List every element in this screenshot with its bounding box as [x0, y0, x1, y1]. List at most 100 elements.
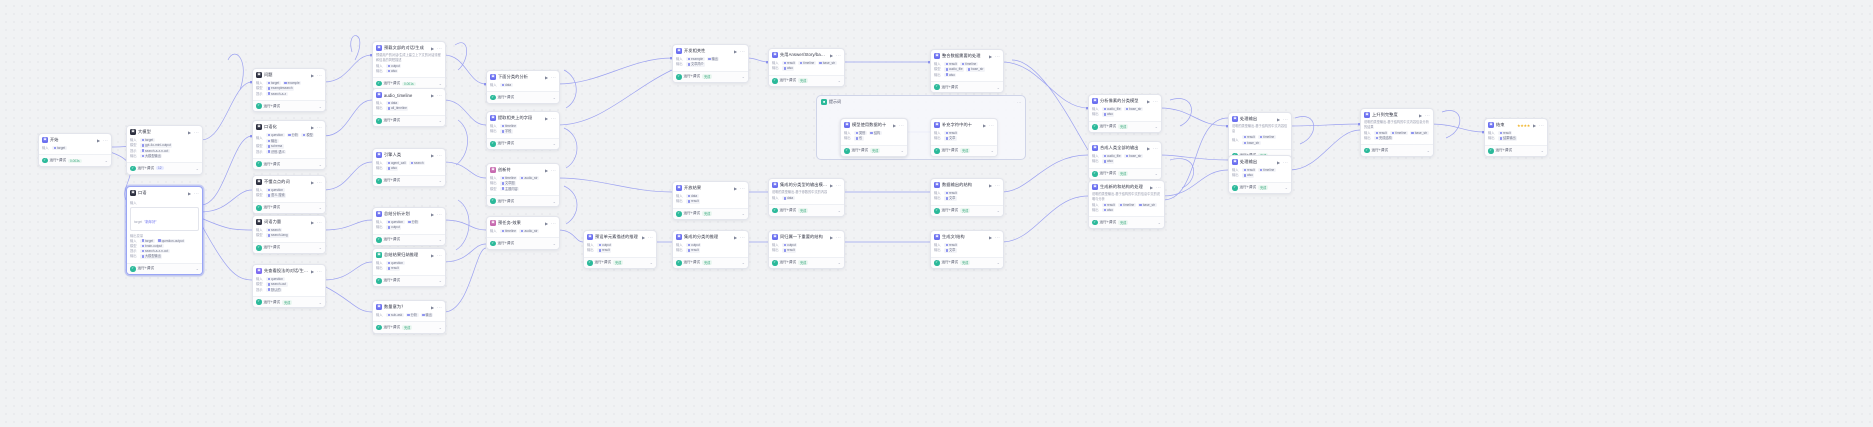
variable-chip[interactable]: target — [52, 146, 67, 151]
chevron-down-icon[interactable]: ⌄ — [649, 260, 653, 266]
variable-chip[interactable]: result — [782, 61, 797, 66]
variable-chip[interactable]: base_str — [1124, 154, 1143, 159]
chevron-down-icon[interactable]: ⌄ — [195, 266, 199, 272]
node-run-bar[interactable]: ✓运行+调试完成⌄ — [1089, 167, 1161, 180]
variable-chip[interactable]: 文章 — [944, 248, 957, 253]
node-header[interactable]: ▣预载文部的对话/生成▶··· — [373, 42, 445, 53]
node-run-bar[interactable]: ✓运行+调试⌄ — [1485, 144, 1547, 157]
node-run-bar[interactable]: ✓运行+调试⌄ — [373, 274, 445, 287]
variable-chip[interactable]: timeline — [960, 62, 978, 67]
node-header[interactable]: ▣创新符▶··· — [487, 164, 559, 175]
chevron-down-icon[interactable]: ⌄ — [552, 198, 556, 204]
variable-chip[interactable]: also — [386, 69, 399, 74]
run-node-icon[interactable]: ▶ — [311, 72, 315, 78]
node-menu-icon[interactable]: ··· — [317, 268, 322, 274]
node-header[interactable]: ▣上升到完整度▶··· — [1361, 109, 1433, 120]
chevron-down-icon[interactable]: ⌄ — [438, 178, 442, 184]
node-header[interactable]: ▣词语力量▶··· — [253, 216, 325, 227]
variable-chip[interactable]: also — [1102, 208, 1115, 213]
node-menu-icon[interactable]: ··· — [194, 129, 199, 135]
variable-chip[interactable]: audio_str — [519, 176, 540, 181]
chevron-down-icon[interactable]: ⌄ — [1154, 171, 1158, 177]
variable-chip[interactable]: output — [386, 63, 402, 68]
node-run-bar[interactable]: ✓运行+调试完成⌄ — [1229, 181, 1291, 194]
node-header[interactable]: ▣口语化▶··· — [253, 121, 325, 132]
run-node-icon[interactable]: ▶ — [311, 179, 315, 185]
chevron-down-icon[interactable]: ⌄ — [438, 118, 442, 124]
run-node-icon[interactable]: ▶ — [1150, 184, 1154, 190]
variable-chip[interactable]: audio_file — [1102, 154, 1123, 159]
run-node-icon[interactable]: ▶ — [545, 167, 549, 173]
node-header[interactable]: ▣预任务-效果▶··· — [487, 217, 559, 228]
node-run-bar[interactable]: ✓运行+调试⌄ — [487, 137, 559, 150]
node-menu-icon[interactable]: ··· — [551, 167, 556, 173]
variable-chip[interactable]: result — [686, 248, 701, 253]
variable-chip[interactable]: timeline — [1258, 134, 1276, 139]
node-header[interactable]: ▣口语▶··· — [127, 187, 202, 198]
variable-chip[interactable]: gpt-4o-mini-output — [140, 143, 173, 148]
variable-chip[interactable]: also — [782, 66, 795, 71]
node-header[interactable]: ▣开始▶··· — [39, 134, 111, 145]
node-menu-icon[interactable]: ··· — [836, 234, 841, 240]
chevron-down-icon[interactable]: ⌄ — [104, 158, 108, 164]
node-header[interactable]: ▣不懂点点的词▶··· — [253, 176, 325, 187]
node-header[interactable]: ▣生成文/结构▶··· — [931, 231, 1003, 242]
run-node-icon[interactable]: ▶ — [545, 220, 549, 226]
node-header[interactable]: ▣结束★★★★▶··· — [1485, 119, 1547, 130]
variable-chip[interactable]: search-a-z-n-cot — [140, 249, 170, 254]
variable-chip[interactable]: data — [500, 83, 513, 88]
variable-chip[interactable]: 结构 — [868, 131, 882, 136]
variable-chip[interactable]: also — [1102, 159, 1115, 164]
run-node-icon[interactable]: ▶ — [188, 129, 192, 135]
variable-chip[interactable]: timeline — [798, 61, 816, 66]
node-menu-icon[interactable]: ··· — [317, 124, 322, 130]
run-node-icon[interactable]: ▶ — [431, 92, 435, 98]
variable-chip[interactable]: 类别 — [854, 131, 867, 136]
node-menu-icon[interactable]: ··· — [437, 252, 442, 258]
variable-chip[interactable]: examplesearch — [266, 86, 295, 91]
run-node-icon[interactable]: ▶ — [830, 234, 834, 240]
node-run-bar[interactable]: ✓运行+调试完成⌄ — [373, 321, 445, 333]
run-node-icon[interactable]: ▶ — [893, 122, 897, 128]
variable-chip[interactable]: 语义-搜索 — [266, 193, 287, 198]
run-node-icon[interactable]: ▶ — [1419, 112, 1423, 118]
node-run-bar[interactable]: ✓运行+调试⌄ — [487, 91, 559, 103]
node-run-bar[interactable]: ✓运行+调试⌄ — [253, 241, 325, 254]
workflow-node[interactable]: ▣生成新的和结构的处理▶···说明的类型输出-基于结构的中文的信息中文的说明与分… — [1088, 180, 1165, 229]
variable-chip[interactable]: timeline — [500, 229, 518, 234]
run-node-icon[interactable]: ▶ — [989, 182, 993, 188]
node-run-bar[interactable]: ✓运行+调试完成⌄ — [769, 256, 844, 269]
variable-chip[interactable]: data — [686, 194, 699, 199]
node-run-bar[interactable]: ✓运行+调试完成⌄ — [841, 144, 907, 157]
node-menu-icon[interactable]: ··· — [740, 48, 745, 54]
node-menu-icon[interactable]: ··· — [103, 137, 108, 143]
chevron-down-icon[interactable]: ⌄ — [552, 241, 556, 247]
variable-chip[interactable]: search-a-z-n-cot — [140, 148, 170, 153]
variable-chip[interactable]: question — [266, 133, 285, 138]
chevron-down-icon[interactable]: ⌄ — [552, 95, 556, 101]
run-node-icon[interactable]: ▶ — [311, 219, 315, 225]
node-header[interactable]: ▣提取相关上的字段▶··· — [487, 112, 559, 123]
variable-chip[interactable]: result — [1242, 168, 1257, 173]
variable-chip[interactable]: schema — [266, 144, 284, 149]
variable-chip[interactable]: question — [386, 220, 405, 225]
node-header[interactable]: ▣问题▶··· — [253, 69, 325, 80]
variable-chip[interactable]: all_timeline — [386, 106, 409, 111]
variable-chip[interactable]: result — [782, 248, 797, 253]
variable-chip[interactable]: timeline — [1118, 202, 1136, 207]
variable-chip[interactable]: example — [686, 57, 705, 62]
chevron-down-icon[interactable]: ⌄ — [318, 205, 322, 211]
variable-chip[interactable]: base_str — [817, 61, 837, 66]
node-run-bar[interactable]: ✓运行+调试完成⌄ — [931, 204, 1003, 217]
run-node-icon[interactable]: ▶ — [734, 48, 738, 54]
chevron-down-icon[interactable]: ⌄ — [900, 148, 904, 154]
run-node-icon[interactable]: ▶ — [1147, 98, 1151, 104]
